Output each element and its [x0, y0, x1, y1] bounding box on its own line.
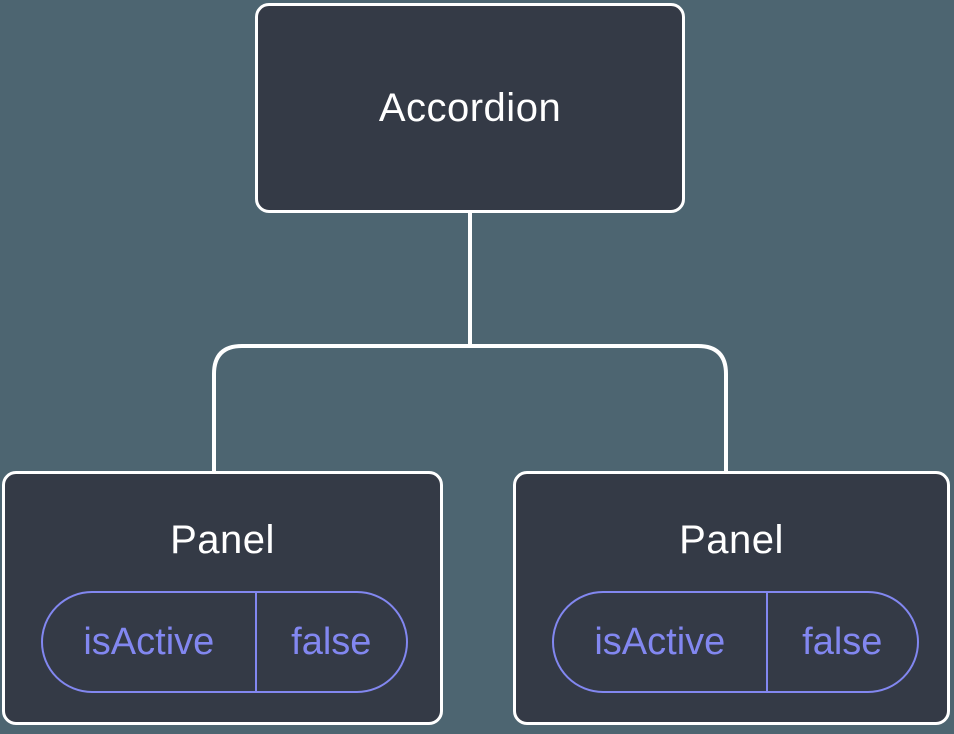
state-value: false	[291, 620, 372, 663]
component-label: Panel	[170, 518, 275, 562]
state-pill: isActive false	[41, 591, 408, 693]
state-name: isActive	[554, 593, 768, 691]
component-node-panel-2: Panel isActive false	[513, 471, 950, 725]
state-value: false	[802, 620, 883, 663]
state-pill: isActive false	[552, 591, 919, 693]
component-label: Accordion	[378, 85, 562, 130]
connector-bracket	[212, 344, 728, 474]
component-node-accordion: Accordion	[255, 3, 685, 213]
state-name: isActive	[43, 593, 257, 691]
component-label: Panel	[679, 518, 784, 562]
component-node-panel-1: Panel isActive false	[2, 471, 443, 725]
